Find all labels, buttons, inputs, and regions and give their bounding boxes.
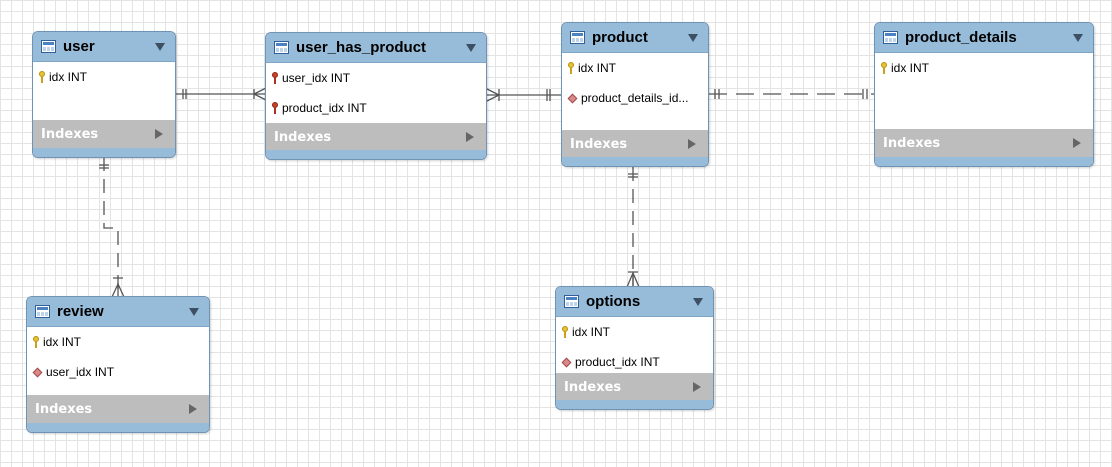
indexes-section[interactable]: Indexes (266, 123, 486, 151)
entity-name: review (57, 303, 104, 320)
indexes-label: Indexes (35, 401, 93, 417)
primary-key-icon (39, 71, 45, 83)
table-icon (570, 31, 585, 44)
column-label: idx INT (572, 325, 611, 339)
relationship-product-options[interactable] (626, 167, 640, 288)
expand-arrow-icon[interactable] (155, 129, 163, 139)
indexes-section[interactable]: Indexes (27, 395, 209, 423)
column-label: user_idx INT (46, 365, 115, 379)
entity-name: options (586, 293, 641, 310)
column-label: idx INT (578, 61, 617, 75)
relationship-user-review[interactable] (99, 157, 125, 298)
entity-header[interactable]: options (556, 287, 713, 317)
column-label: product_idx INT (282, 101, 367, 115)
entity-header[interactable]: product_details (875, 23, 1093, 53)
column-row[interactable]: idx INT (27, 327, 209, 357)
column-row[interactable]: idx INT (33, 62, 175, 92)
column-row[interactable]: idx INT (556, 317, 713, 347)
column-label: idx INT (891, 61, 930, 75)
entity-footer (562, 157, 708, 166)
column-row[interactable]: user_idx INT (27, 357, 209, 387)
entity-footer (556, 400, 713, 409)
column-row[interactable]: idx INT (562, 53, 708, 83)
entity-footer (875, 157, 1093, 166)
collapse-arrow-icon[interactable] (466, 43, 476, 52)
expand-arrow-icon[interactable] (466, 132, 474, 142)
indexes-label: Indexes (564, 379, 622, 395)
column-row[interactable]: product_details_id... (562, 83, 708, 113)
table-icon (274, 41, 289, 54)
entity-footer (33, 148, 175, 157)
entity-options[interactable]: options idx INT product_idx INT Indexes (555, 286, 714, 410)
entity-header[interactable]: user_has_product (266, 33, 486, 63)
indexes-label: Indexes (570, 136, 628, 152)
primary-key-icon (881, 62, 887, 74)
column-row[interactable]: product_idx INT (556, 347, 713, 377)
entity-user[interactable]: user idx INT Indexes (32, 31, 176, 158)
collapse-arrow-icon[interactable] (189, 307, 199, 316)
entity-footer (27, 423, 209, 432)
foreign-key-icon (567, 93, 578, 103)
foreign-key-icon (32, 367, 43, 377)
entity-header[interactable]: review (27, 297, 209, 327)
collapse-arrow-icon[interactable] (688, 33, 698, 42)
column-row[interactable]: product_idx INT (266, 93, 486, 123)
indexes-section[interactable]: Indexes (33, 120, 175, 148)
foreign-key-icon (561, 357, 572, 367)
indexes-section[interactable]: Indexes (562, 130, 708, 158)
entity-product-details[interactable]: product_details idx INT Indexes (874, 22, 1094, 167)
entity-footer (266, 150, 486, 159)
collapse-arrow-icon[interactable] (693, 297, 703, 306)
entity-name: product_details (905, 29, 1017, 46)
indexes-label: Indexes (41, 126, 99, 142)
entity-name: user (63, 38, 95, 55)
column-row[interactable]: idx INT (875, 53, 1093, 83)
primary-foreign-key-icon (272, 102, 278, 114)
relationship-product-details-product[interactable] (709, 89, 875, 99)
column-label: product_details_id... (581, 91, 689, 105)
primary-foreign-key-icon (272, 72, 278, 84)
entity-header[interactable]: product (562, 23, 708, 53)
table-icon (883, 31, 898, 44)
column-label: user_idx INT (282, 71, 351, 85)
expand-arrow-icon[interactable] (688, 139, 696, 149)
collapse-arrow-icon[interactable] (155, 42, 165, 51)
entity-name: product (592, 29, 648, 46)
column-label: idx INT (43, 335, 82, 349)
entity-product[interactable]: product idx INT product_details_id... In… (561, 22, 709, 167)
column-label: product_idx INT (575, 355, 660, 369)
relationship-user-user-has-product[interactable] (176, 87, 267, 101)
primary-key-icon (568, 62, 574, 74)
indexes-label: Indexes (274, 129, 332, 145)
expand-arrow-icon[interactable] (1073, 138, 1081, 148)
collapse-arrow-icon[interactable] (1073, 33, 1083, 42)
expand-arrow-icon[interactable] (189, 404, 197, 414)
expand-arrow-icon[interactable] (693, 382, 701, 392)
column-row[interactable]: user_idx INT (266, 63, 486, 93)
column-label: idx INT (49, 70, 88, 84)
table-icon (564, 295, 579, 308)
table-icon (35, 305, 50, 318)
table-icon (41, 40, 56, 53)
entity-review[interactable]: review idx INT user_idx INT Indexes (26, 296, 210, 433)
indexes-section[interactable]: Indexes (875, 129, 1093, 157)
relationship-product-user-has-product[interactable] (486, 88, 561, 102)
entity-name: user_has_product (296, 39, 427, 56)
indexes-label: Indexes (883, 135, 941, 151)
primary-key-icon (33, 336, 39, 348)
entity-user-has-product[interactable]: user_has_product user_idx INT product_id… (265, 32, 487, 160)
indexes-section[interactable]: Indexes (556, 373, 713, 401)
primary-key-icon (562, 326, 568, 338)
entity-header[interactable]: user (33, 32, 175, 62)
